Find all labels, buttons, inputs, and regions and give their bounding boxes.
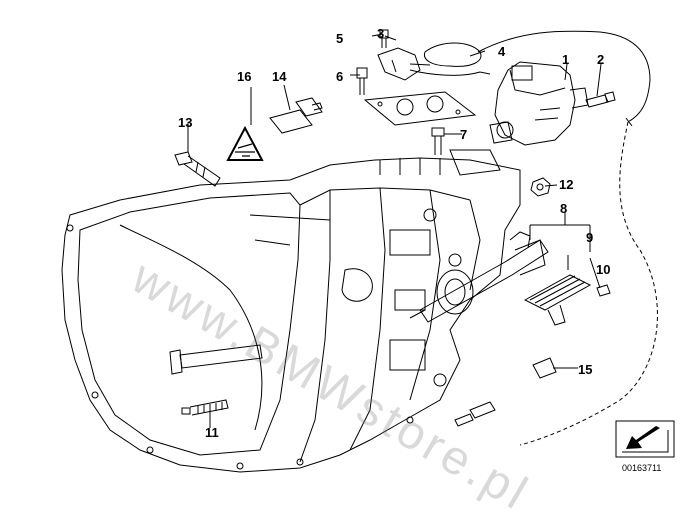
part-12-nut [530,177,551,197]
part-8-slave-cylinder [409,231,549,323]
drawing [61,29,675,473]
callout-10: 10 [596,262,611,277]
part-5-screw [379,29,389,48]
callout-7: 7 [460,127,468,142]
part-1-actuator [489,61,589,146]
callout-14: 14 [272,69,287,84]
callout-8: 8 [560,201,568,216]
input-shaft [169,344,263,375]
part-3-bracket [377,47,431,81]
part-9-heat-shield [523,274,592,326]
warning-triangle-icon [226,125,264,161]
callout-13: 13 [178,115,193,130]
part-4-shift-lever [409,30,651,127]
part-2-bolt [585,91,616,108]
callout-6: 6 [336,69,344,84]
arrow-down-left-icon [615,420,675,458]
part-10-screw [596,284,611,297]
diagram-id: 00163711 [622,463,662,473]
part-11-bolt [181,399,229,416]
part-15-clip [454,357,557,427]
callout-9: 9 [586,230,594,245]
part-13-sensor [174,151,221,187]
callout-2: 2 [597,52,605,67]
hydraulic-line [519,121,658,446]
callout-12: 12 [559,177,574,192]
callout-4: 4 [498,44,506,59]
callout-5: 5 [336,31,344,46]
callout-3: 3 [377,26,385,41]
parts-diagram: 1 2 3 4 5 6 7 8 9 10 11 12 13 14 15 16 w… [61,26,675,521]
callout-1: 1 [562,52,570,67]
part-6-gasket-plate [363,91,477,126]
part-14-switch [269,97,323,134]
part-7-bolt [431,127,445,155]
callout-16: 16 [237,69,252,84]
leader-lines [187,33,602,428]
part-6-screw [356,67,368,95]
callout-15: 15 [578,362,593,377]
transmission-housing [61,149,521,473]
callout-11: 11 [205,425,219,440]
